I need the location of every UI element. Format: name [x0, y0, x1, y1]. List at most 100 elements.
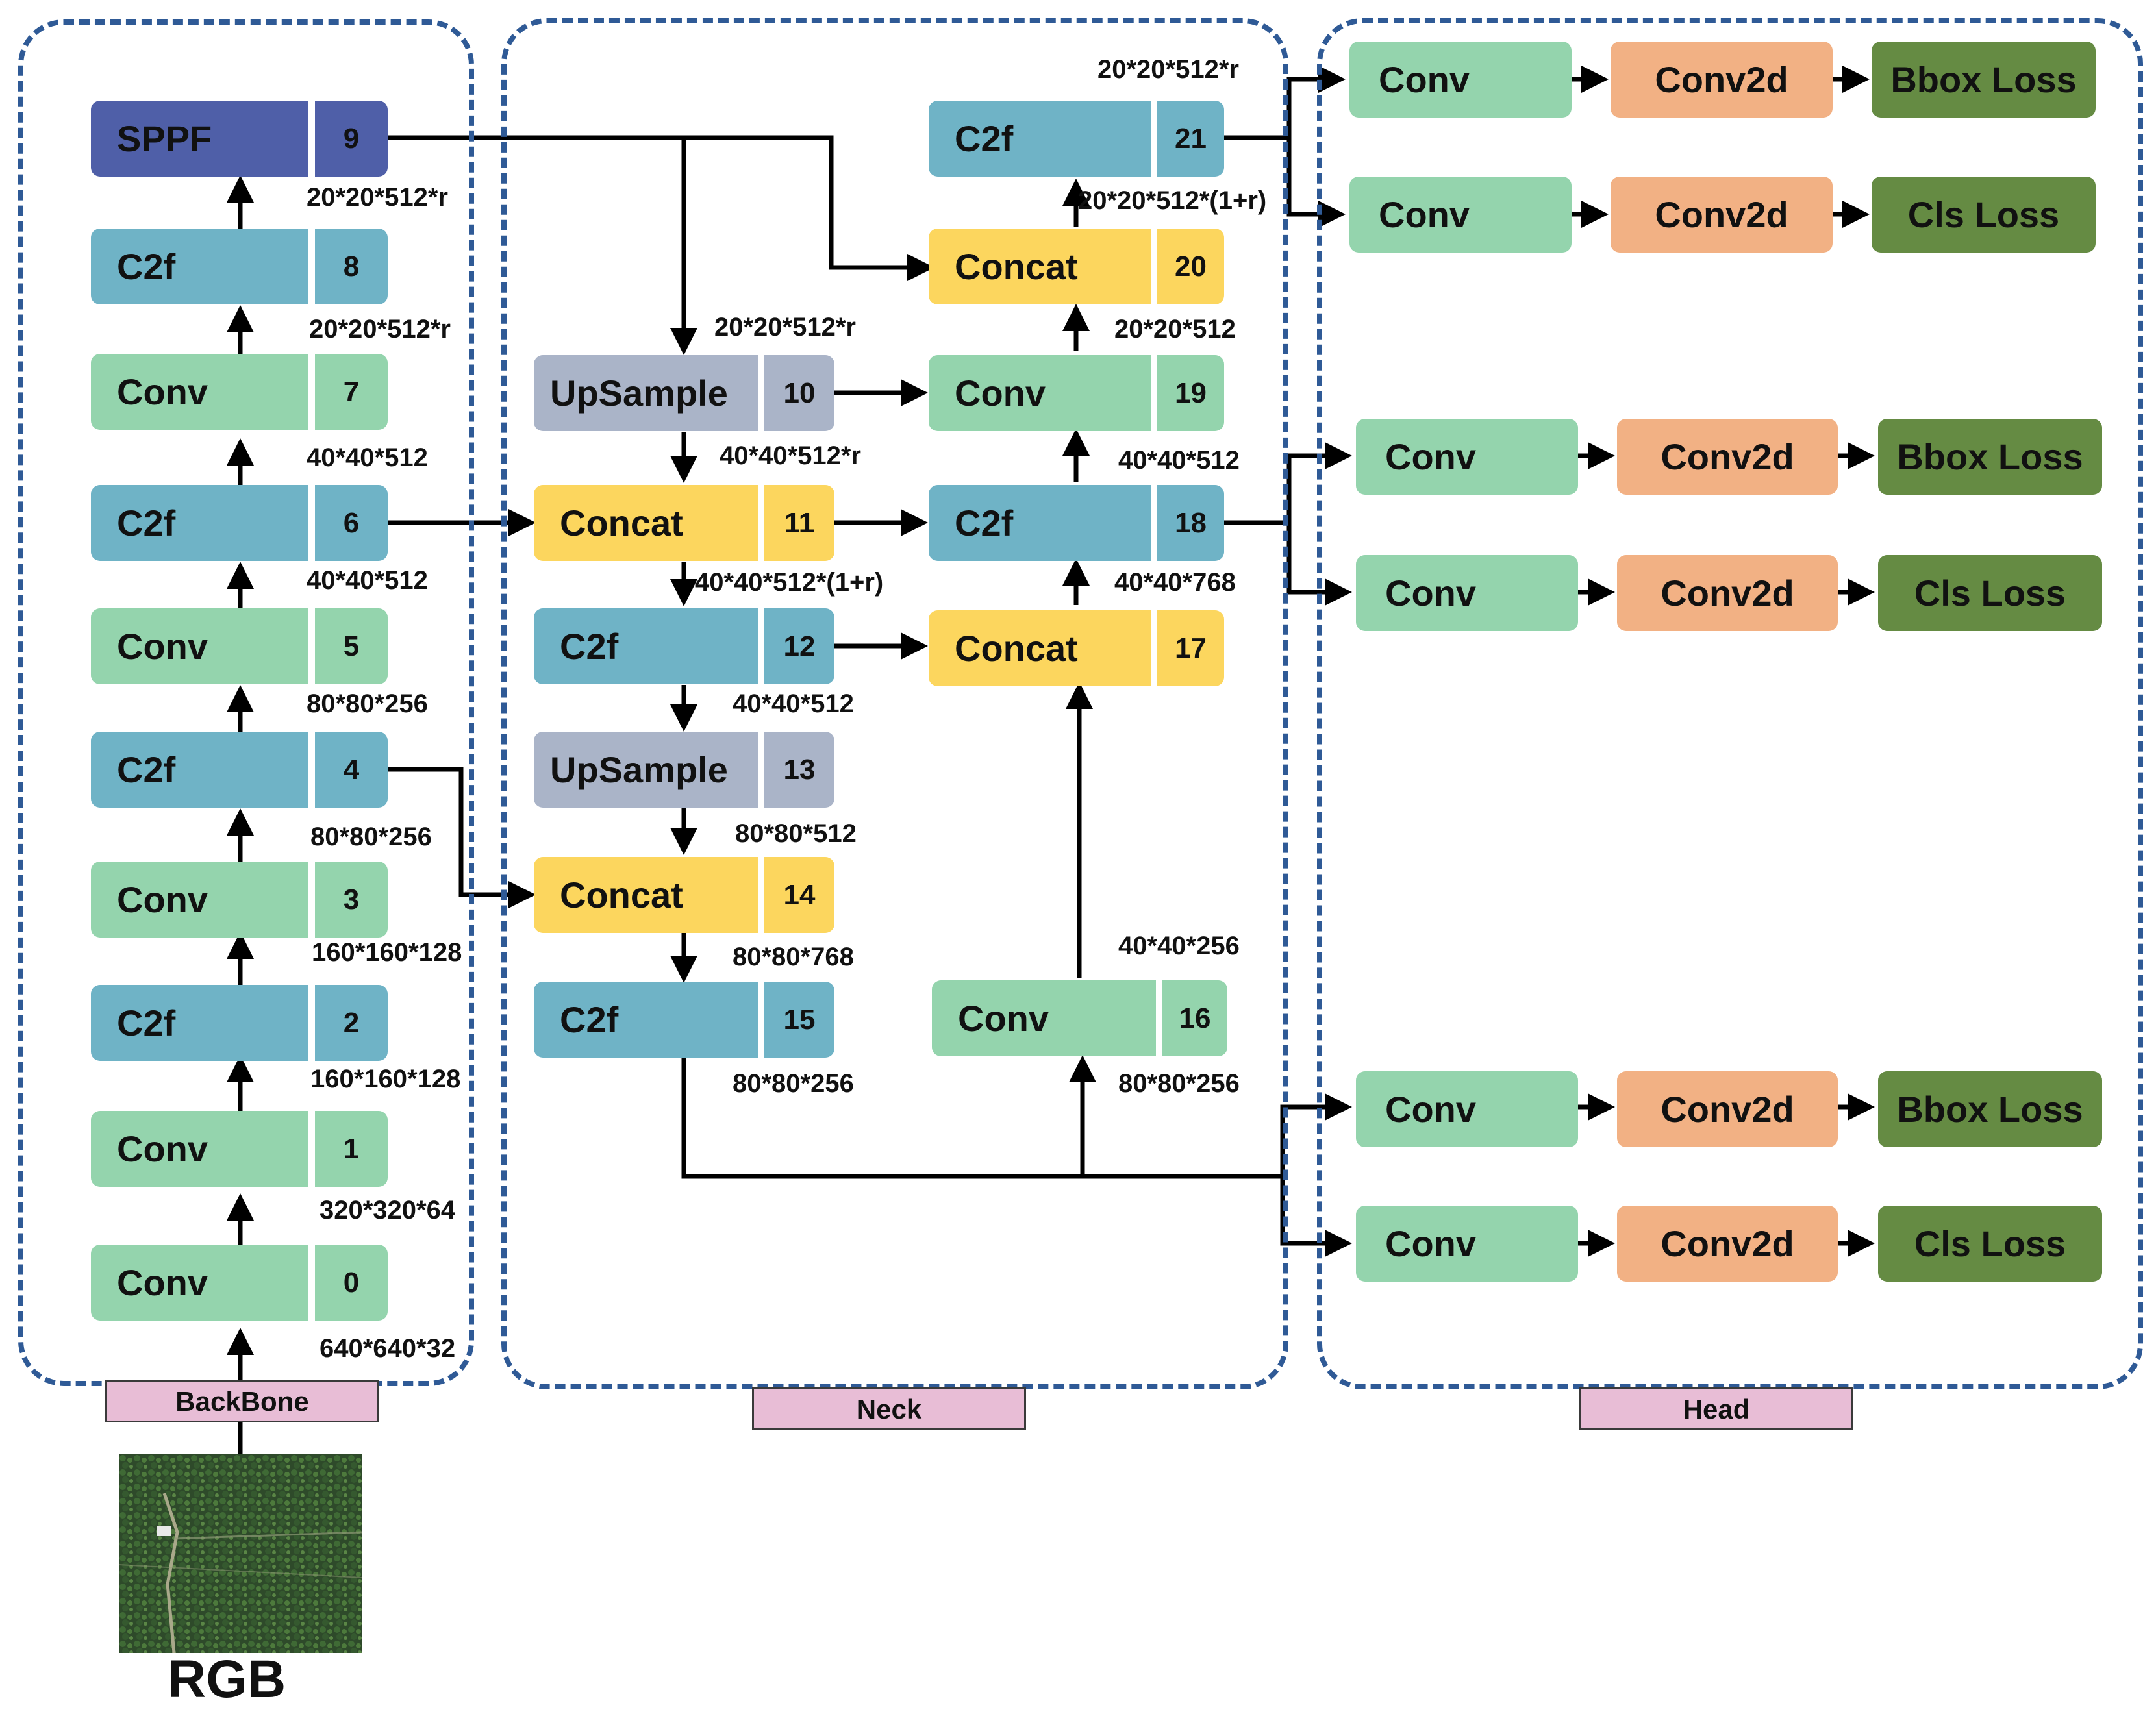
block-id: 18: [1175, 506, 1207, 539]
block-id: 8: [343, 250, 360, 282]
neck-block-20: Concat 20: [929, 229, 1224, 304]
block-name: Conv: [117, 371, 208, 412]
dim-label: 80*80*256: [1118, 1069, 1240, 1098]
head-conv2d-6: Conv2d: [1617, 1206, 1838, 1282]
head-bbox-loss-2: Bbox Loss: [1878, 419, 2102, 495]
block-name: SPPF: [117, 118, 212, 159]
neck-block-12: C2f 12: [534, 608, 834, 684]
block-name: Concat: [560, 503, 683, 543]
block-id: 1: [343, 1132, 360, 1165]
head-conv-5: Conv: [1356, 1071, 1578, 1147]
block-name: Conv: [117, 1128, 208, 1169]
block-id: 12: [783, 630, 816, 662]
rgb-input-image: [119, 1454, 362, 1653]
block-id: 4: [343, 753, 360, 786]
block-name: Conv: [958, 998, 1049, 1039]
backbone-block-1: Conv 1: [91, 1111, 388, 1187]
block-name: C2f: [560, 999, 619, 1040]
head-conv-1: Conv: [1349, 42, 1572, 118]
dim-label: 40*40*768: [1114, 568, 1236, 597]
neck-block-11: Concat 11: [534, 485, 834, 561]
backbone-block-5: Conv 5: [91, 608, 388, 684]
block-name: C2f: [117, 749, 176, 790]
dim-label: 40*40*512: [307, 443, 428, 472]
dim-label: 160*160*128: [312, 938, 462, 967]
head-cls-loss-2: Cls Loss: [1878, 555, 2102, 631]
dim-label: 20*20*512*r: [307, 183, 448, 212]
backbone-block-9: SPPF 9: [91, 101, 388, 177]
block-id: 9: [343, 122, 360, 155]
block-name: Concat: [560, 875, 683, 915]
block-name: C2f: [117, 503, 176, 543]
dim-label: 40*40*512: [1118, 446, 1240, 475]
neck-block-16: Conv 16: [932, 980, 1227, 1056]
head-cls-loss-1: Cls Loss: [1872, 177, 2096, 253]
head-conv-4: Conv: [1356, 555, 1578, 631]
backbone-block-6: C2f 6: [91, 485, 388, 561]
dim-label: 40*40*512: [307, 566, 428, 595]
block-id: 13: [783, 753, 816, 786]
block-id: 6: [343, 506, 360, 539]
head-conv2d-4: Conv2d: [1617, 555, 1838, 631]
neck-block-19: Conv 19: [929, 355, 1224, 431]
block-name: C2f: [117, 246, 176, 287]
block-id: 2: [343, 1006, 360, 1039]
block-id: 17: [1175, 632, 1207, 664]
head-conv-3: Conv: [1356, 419, 1578, 495]
backbone-block-3: Conv 3: [91, 862, 388, 938]
block-id: 20: [1175, 250, 1207, 282]
head-conv2d-5: Conv2d: [1617, 1071, 1838, 1147]
head-conv-2: Conv: [1349, 177, 1572, 253]
dim-label: 20*20*512*r: [309, 315, 451, 343]
block-id: 5: [343, 630, 360, 662]
neck-block-15: C2f 15: [534, 982, 834, 1058]
block-name: UpSample: [550, 373, 728, 414]
dim-label: 40*40*512*(1+r): [695, 568, 884, 597]
block-id: 21: [1175, 122, 1207, 155]
dim-label: 80*80*768: [733, 943, 854, 971]
dim-label: 20*20*512*r: [714, 313, 856, 342]
backbone-block-7: Conv 7: [91, 354, 388, 430]
dim-label: 80*80*256: [307, 689, 428, 718]
head-cls-loss-3: Cls Loss: [1878, 1206, 2102, 1282]
block-id: 10: [783, 377, 816, 409]
dim-label: 40*40*512: [733, 689, 854, 718]
dim-label: 40*40*512*r: [720, 441, 861, 470]
dim-label: 320*320*64: [320, 1196, 456, 1224]
head-bbox-loss-1: Bbox Loss: [1872, 42, 2096, 118]
neck-frame: [501, 18, 1288, 1389]
backbone-block-8: C2f 8: [91, 229, 388, 304]
block-name: Concat: [955, 246, 1078, 287]
block-name: Conv: [117, 1262, 208, 1303]
head-label: Head: [1579, 1387, 1853, 1430]
block-name: Concat: [955, 628, 1078, 669]
block-id: 7: [343, 375, 360, 408]
head-bbox-loss-3: Bbox Loss: [1878, 1071, 2102, 1147]
dim-label: 80*80*256: [733, 1069, 854, 1098]
head-conv2d-2: Conv2d: [1611, 177, 1833, 253]
backbone-block-2: C2f 2: [91, 985, 388, 1061]
block-id: 14: [783, 878, 816, 911]
backbone-label: BackBone: [105, 1380, 379, 1422]
neck-block-21: C2f 21: [929, 101, 1224, 177]
block-name: Conv: [117, 626, 208, 667]
dim-label: 20*20*512*(1+r): [1078, 186, 1267, 215]
head-conv2d-1: Conv2d: [1611, 42, 1833, 118]
input-label: RGB: [168, 1650, 286, 1709]
backbone-block-0: Conv 0: [91, 1245, 388, 1321]
block-id: 19: [1175, 377, 1207, 409]
block-id: 3: [343, 883, 360, 915]
block-id: 15: [783, 1003, 816, 1036]
block-name: UpSample: [550, 749, 728, 790]
dim-label: 160*160*128: [310, 1065, 461, 1093]
neck-block-17: Concat 17: [929, 610, 1224, 686]
neck-block-18: C2f 18: [929, 485, 1224, 561]
head-conv2d-3: Conv2d: [1617, 419, 1838, 495]
block-name: C2f: [955, 503, 1014, 543]
neck-block-14: Concat 14: [534, 857, 834, 933]
dim-label: 80*80*512: [735, 819, 857, 848]
neck-label: Neck: [752, 1387, 1026, 1430]
block-name: C2f: [117, 1002, 176, 1043]
